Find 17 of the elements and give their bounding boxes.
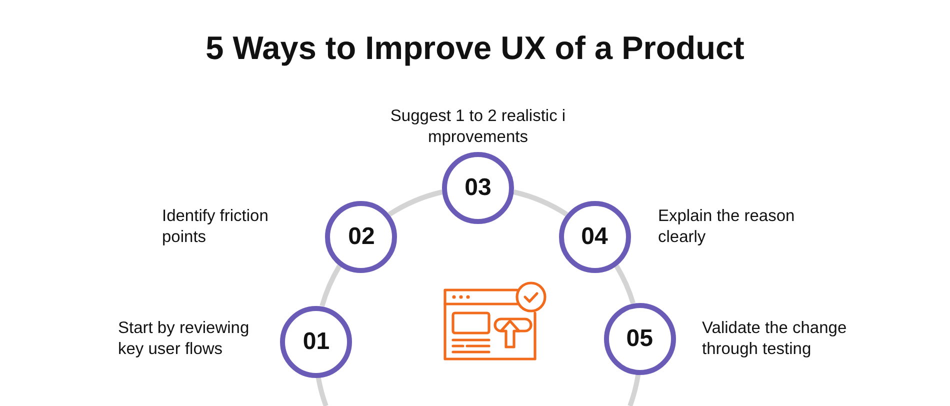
step-number: 05 — [626, 324, 653, 353]
arc-connector — [388, 190, 443, 217]
step-description: Explain the reason clearly — [658, 206, 796, 248]
arc-connector — [628, 374, 641, 406]
arc-connector — [614, 264, 636, 304]
step-number: 04 — [581, 223, 608, 252]
arc-connector — [320, 264, 342, 307]
step-number: 01 — [302, 328, 330, 356]
arc-connector — [316, 376, 328, 406]
title: 5 Ways to Improve UX of a Product — [206, 29, 744, 68]
step-number: 03 — [464, 174, 492, 202]
step-description: Identify friction points — [162, 206, 270, 248]
step-description: Suggest 1 to 2 realistic i mprovements — [389, 106, 567, 148]
step-description: Start by reviewing key user flows — [118, 318, 250, 360]
step-description: Validate the change through testing — [702, 318, 848, 360]
step-number: 02 — [348, 223, 375, 252]
arc-connector — [513, 190, 568, 217]
